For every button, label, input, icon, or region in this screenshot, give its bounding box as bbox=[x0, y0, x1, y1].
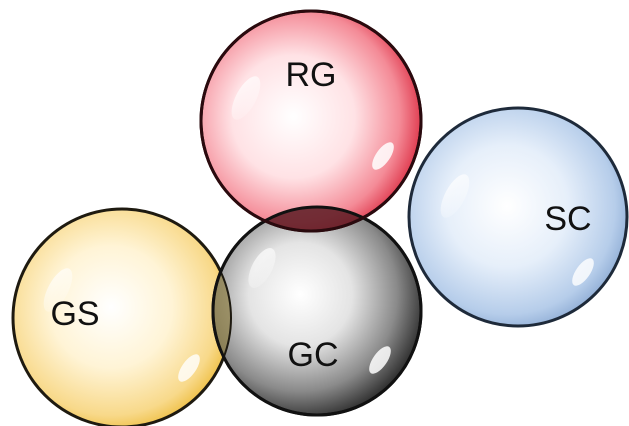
bubble-gs: GS bbox=[11, 207, 233, 426]
bubble-label-sc: SC bbox=[544, 200, 591, 238]
bubble-label-gs: GS bbox=[50, 295, 99, 333]
bubble-label-gc: GC bbox=[288, 336, 339, 374]
bubble-sc: SC bbox=[407, 106, 629, 328]
bubble-label-rg: RG bbox=[286, 56, 337, 94]
